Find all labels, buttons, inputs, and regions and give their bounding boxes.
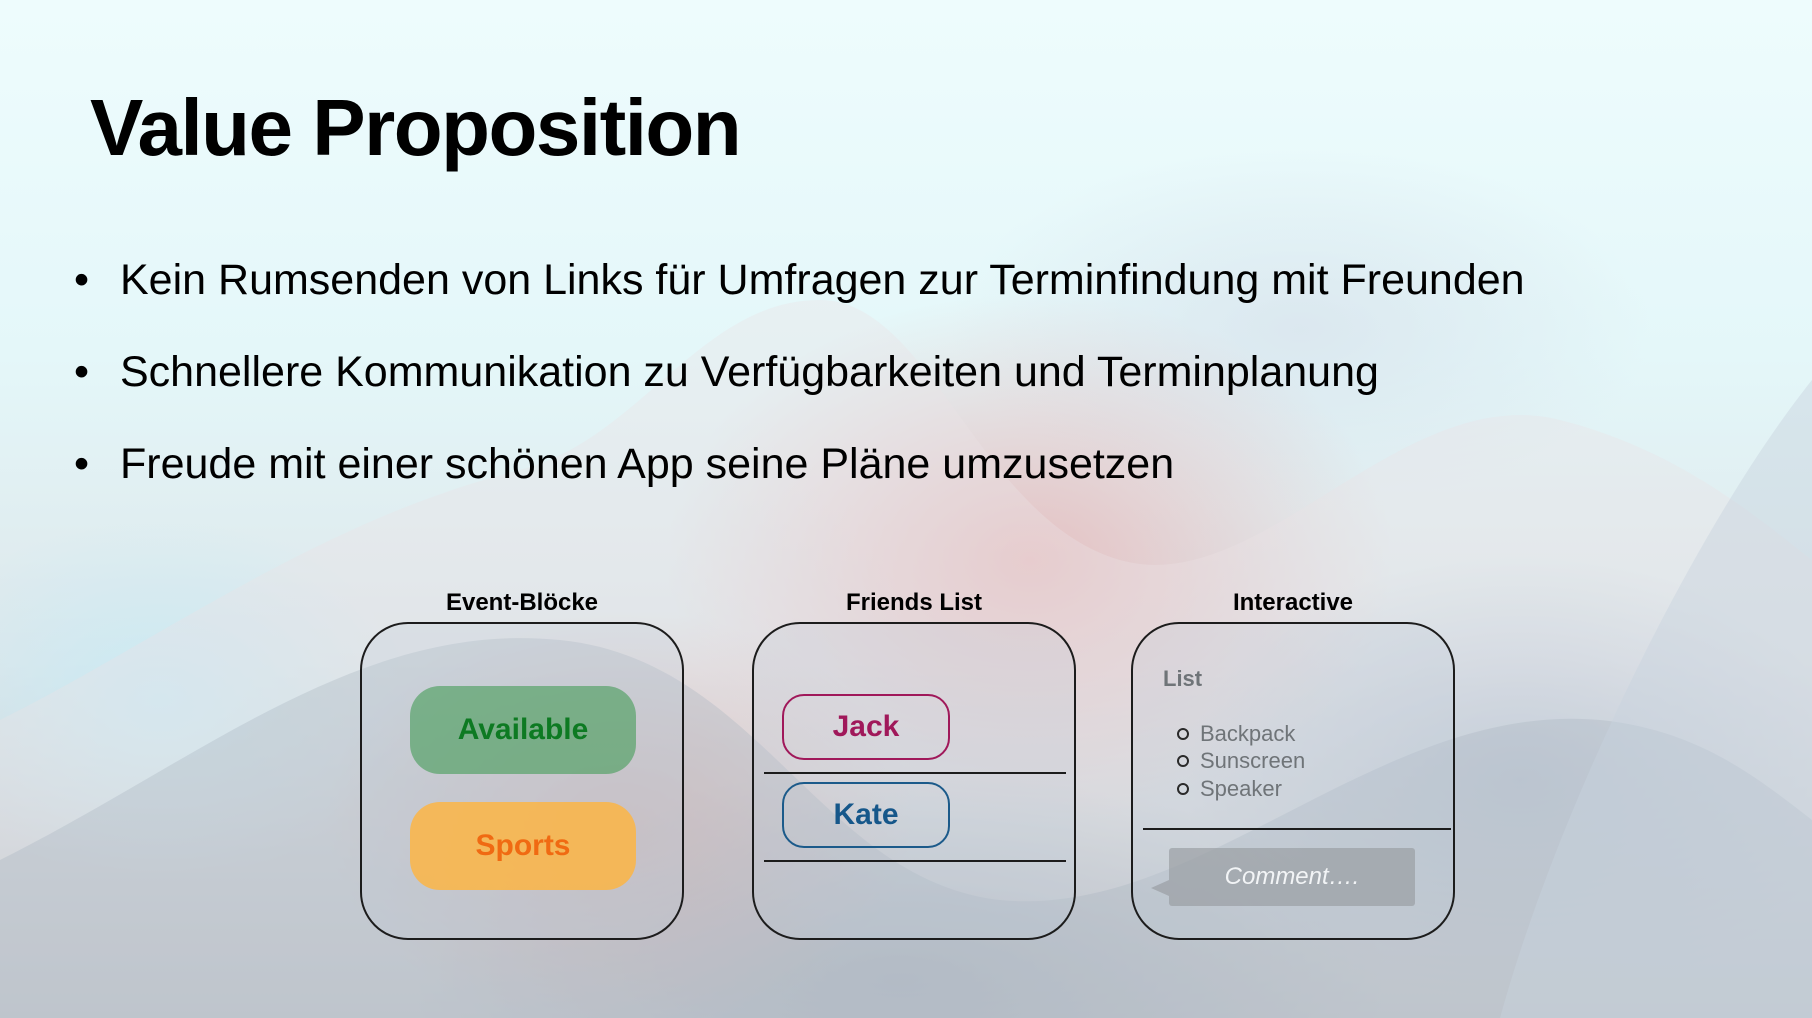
packing-list: Backpack Sunscreen Speaker (1177, 720, 1305, 803)
event-blocks-card: Available Sports (360, 622, 684, 940)
list-item-label: Speaker (1200, 775, 1282, 801)
bullet-text: Kein Rumsenden von Links für Umfragen zu… (120, 256, 1525, 304)
circle-bullet-icon (1177, 782, 1189, 795)
list-item-label: Backpack (1200, 720, 1296, 746)
bullet-text: Schnellere Kommunikation zu Verfügbarkei… (120, 348, 1379, 396)
bullet-item: • Kein Rumsenden von Links für Umfragen … (72, 250, 1525, 342)
list-item-label: Sunscreen (1200, 748, 1306, 774)
comment-input[interactable]: Comment…. (1169, 848, 1415, 906)
event-block-available[interactable]: Available (410, 686, 636, 774)
interactive-label: Interactive (1232, 589, 1354, 616)
circle-bullet-icon (1177, 727, 1189, 740)
list-title: List (1163, 666, 1203, 691)
divider (1143, 828, 1451, 830)
bullet-dot-icon: • (74, 348, 90, 396)
friend-item-kate[interactable]: Kate (782, 782, 950, 848)
event-block-sports[interactable]: Sports (410, 802, 636, 890)
bullet-dot-icon: • (74, 440, 90, 488)
divider (764, 860, 1066, 862)
list-item[interactable]: Sunscreen (1177, 748, 1305, 776)
interactive-card: List Backpack Sunscreen Speaker Comment…… (1131, 622, 1455, 940)
friends-list-label: Friends List (845, 589, 983, 616)
circle-bullet-icon (1177, 755, 1189, 768)
bullet-list: • Kein Rumsenden von Links für Umfragen … (72, 250, 1525, 526)
bullet-text: Freude mit einer schönen App seine Pläne… (120, 440, 1175, 488)
bullet-item: • Schnellere Kommunikation zu Verfügbark… (72, 342, 1525, 434)
speech-bubble-tail-icon (1151, 880, 1169, 896)
event-blocks-label: Event-Blöcke (445, 589, 599, 616)
bullet-item: • Freude mit einer schönen App seine Plä… (72, 434, 1525, 526)
interactive-mockup: Interactive List Backpack Sunscreen Spea… (1131, 588, 1455, 940)
list-item[interactable]: Backpack (1177, 720, 1305, 748)
friends-list-card: Jack Kate (752, 622, 1076, 940)
event-blocks-mockup: Event-Blöcke Available Sports (360, 588, 684, 940)
divider (764, 772, 1066, 774)
list-item[interactable]: Speaker (1177, 775, 1305, 803)
bullet-dot-icon: • (74, 256, 90, 304)
slide-title: Value Proposition (90, 83, 742, 172)
friends-list-mockup: Friends List Jack Kate (752, 588, 1076, 940)
friend-item-jack[interactable]: Jack (782, 694, 950, 760)
